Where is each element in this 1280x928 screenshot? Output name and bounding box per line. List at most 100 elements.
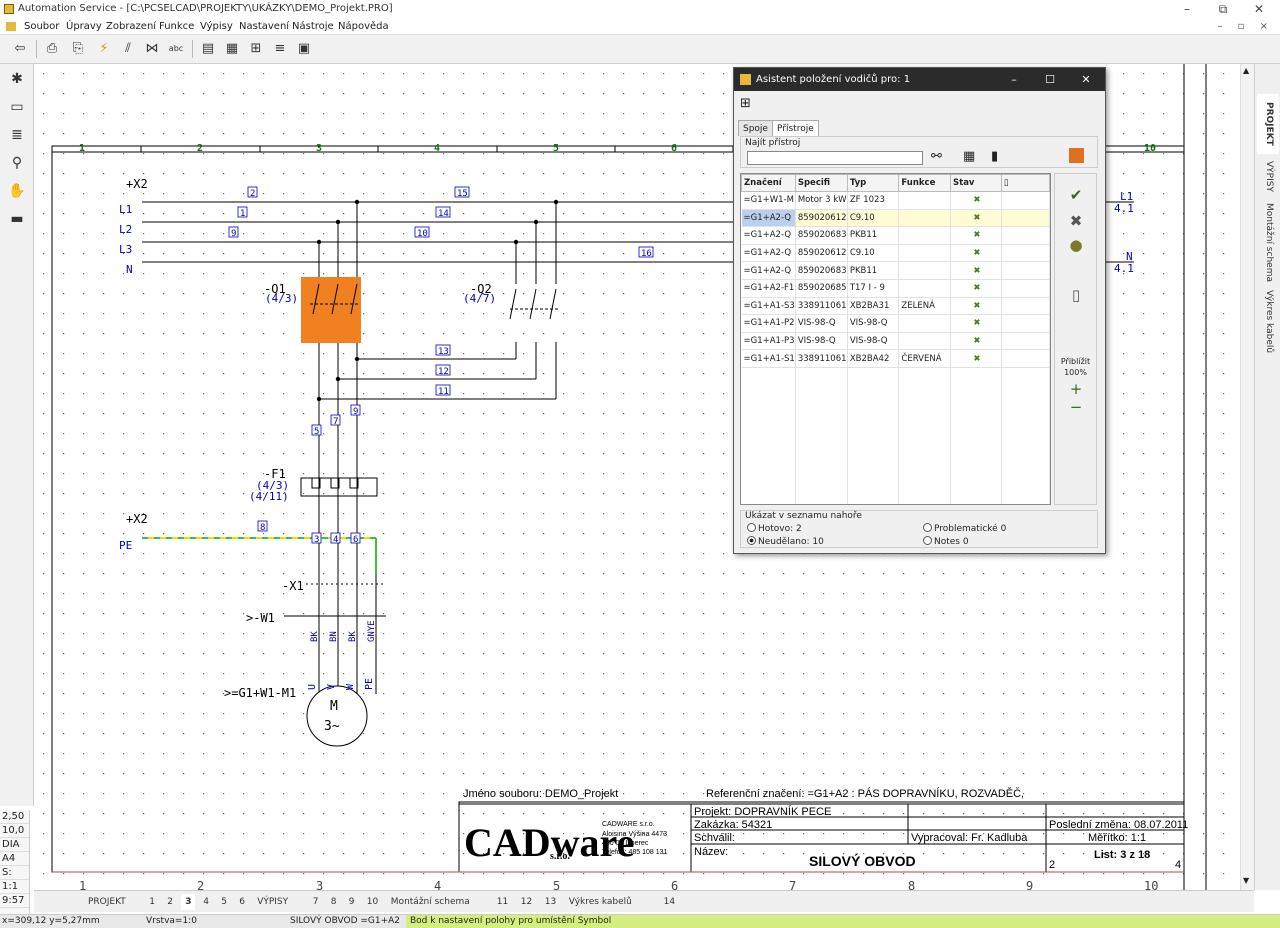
state-cross-icon[interactable]: ✖ (950, 314, 1002, 333)
table-icon[interactable]: ▦ (963, 149, 976, 164)
wire-list-icon[interactable]: ≡ (274, 41, 286, 56)
list-icon[interactable]: ≣ (11, 127, 23, 143)
menu-view[interactable]: Zobrazení (106, 21, 157, 32)
sheet-tab[interactable]: PROJEKT (88, 897, 126, 907)
add-device-icon[interactable]: ⊞ (250, 41, 262, 56)
state-cross-icon[interactable]: ✖ (950, 279, 1002, 298)
sheet-tab[interactable]: 13 (544, 897, 557, 907)
binoculars-icon[interactable]: ⚯ (931, 149, 942, 164)
book-icon[interactable]: ▭ (10, 99, 24, 115)
help-icon[interactable]: ● (1069, 236, 1083, 254)
right-tab-mounting[interactable]: Montážní schema (1264, 202, 1274, 282)
text-abc-icon[interactable]: abc (168, 44, 184, 53)
right-tab-reports[interactable]: VÝPISY (1264, 160, 1274, 192)
radio-not-done[interactable]: Neudělano: 10 (747, 536, 824, 547)
state-cross-icon[interactable]: ✖ (950, 244, 1002, 263)
right-tab-cables[interactable]: Výkres kabelů (1264, 290, 1274, 354)
state-cross-icon[interactable]: ✖ (950, 349, 1002, 368)
menu-tools[interactable]: Nástroje (292, 21, 334, 32)
col-designation[interactable]: Značení (741, 174, 796, 192)
radio-problematic[interactable]: Problematické 0 (923, 523, 1006, 534)
menu-reports[interactable]: Výpisy (200, 21, 233, 32)
screen-icon[interactable]: ▬ (10, 211, 24, 227)
radio-notes[interactable]: Notes 0 (923, 536, 969, 547)
calculator-icon[interactable]: ▦ (225, 41, 239, 56)
sheet-tab[interactable]: 5 (221, 897, 227, 907)
dialog-close-button[interactable]: ✕ (1081, 73, 1091, 86)
database-icon[interactable]: ▮ (991, 149, 999, 164)
dialog-add-icon[interactable]: ⊞ (740, 96, 751, 111)
print-preview-icon[interactable]: ⎘ (72, 41, 84, 56)
exit-icon[interactable]: ⇦ (14, 41, 26, 56)
select-icon[interactable]: ✱ (11, 71, 23, 87)
vertical-scrollbar[interactable]: ▲ ▼ (1240, 64, 1254, 890)
minimize-button[interactable]: – (1184, 2, 1190, 16)
tab-connections[interactable]: Spoje (738, 120, 773, 136)
col-notes-icon[interactable]: ▯ (1000, 174, 1050, 192)
sheet-tab[interactable]: 7 (312, 897, 319, 907)
col-function[interactable]: Funkce (898, 174, 952, 192)
col-state[interactable]: Stav (950, 174, 1002, 192)
sheet-tab[interactable]: 3 (181, 894, 196, 910)
check-icon[interactable]: ✔ (1069, 186, 1083, 204)
right-tab-project[interactable]: PROJEKT (1257, 94, 1279, 154)
dialog-maximize-button[interactable]: ☐ (1045, 73, 1055, 86)
col-type[interactable]: Typ (846, 174, 900, 192)
zoom-out-icon[interactable]: − (1069, 398, 1083, 416)
sheet-tab[interactable]: 6 (239, 897, 245, 907)
menu-file[interactable]: Soubor (24, 21, 60, 32)
note-icon[interactable]: ▯ (1071, 286, 1081, 304)
sheet-tab[interactable]: 9 (348, 897, 355, 907)
state-cross-icon[interactable]: ✖ (950, 209, 1002, 228)
sheet-tab[interactable]: 8 (330, 897, 337, 907)
export-icon[interactable] (1069, 148, 1084, 163)
col-spec[interactable]: Specifi (794, 174, 848, 192)
lightning-icon[interactable]: ⚡ (99, 41, 109, 56)
tab-devices[interactable]: Přístroje (772, 120, 819, 137)
menu-edit[interactable]: Úpravy (66, 21, 102, 32)
sheet-tab[interactable]: 2 (167, 897, 173, 907)
cross-icon[interactable]: ✖ (1069, 212, 1083, 230)
device-table[interactable]: Značení Specifi Typ Funkce Stav ▯ =G1+W1… (740, 173, 1051, 505)
menu-settings[interactable]: Nastavení (239, 21, 290, 32)
scroll-down-icon[interactable]: ▼ (1243, 876, 1250, 885)
wire-icon[interactable]: ⫽ (125, 41, 131, 56)
find-device-input[interactable] (747, 151, 923, 165)
close-button[interactable]: ✕ (1253, 2, 1265, 16)
sheet-tab[interactable]: 1 (149, 897, 155, 907)
maximize-button[interactable]: ⧉ (1218, 2, 1228, 16)
state-cross-icon[interactable]: ✖ (950, 297, 1002, 316)
terminal-icon[interactable]: ▣ (297, 41, 311, 56)
connect-icon[interactable]: ⋈ (145, 41, 159, 56)
sheet-tab[interactable]: 10 (366, 897, 379, 907)
mdi-controls[interactable]: – ▫ × (1217, 21, 1274, 32)
state-cross-icon[interactable]: ✖ (950, 226, 1002, 245)
sheet-tab[interactable]: VÝPISY (257, 897, 289, 907)
print-icon[interactable]: ⎙ (46, 41, 58, 56)
state-cross-icon[interactable]: ✖ (950, 261, 1002, 280)
menu-functions[interactable]: Funkce (159, 21, 195, 32)
zoom-in-icon[interactable]: + (1069, 380, 1083, 398)
state-cross-icon[interactable]: ✖ (950, 191, 1002, 210)
document-icon[interactable]: ▤ (201, 41, 215, 56)
zoom-icon[interactable]: ⚲ (11, 155, 23, 171)
sheet-tab[interactable]: Montážní schema (390, 897, 470, 907)
sheet-tab[interactable]: 14 (663, 897, 676, 907)
sheet-tab[interactable]: Výkres kabelů (568, 897, 632, 907)
sheet-tab[interactable]: 4 (203, 897, 209, 907)
dialog-minimize-button[interactable]: – (1011, 73, 1017, 86)
menu-help[interactable]: Nápověda (338, 21, 389, 32)
radio-done[interactable]: Hotovo: 2 (747, 523, 802, 534)
sheet-tab[interactable]: 11 (496, 897, 509, 907)
state-cross-icon[interactable]: ✖ (950, 332, 1002, 351)
sheet-tab[interactable]: 12 (520, 897, 533, 907)
